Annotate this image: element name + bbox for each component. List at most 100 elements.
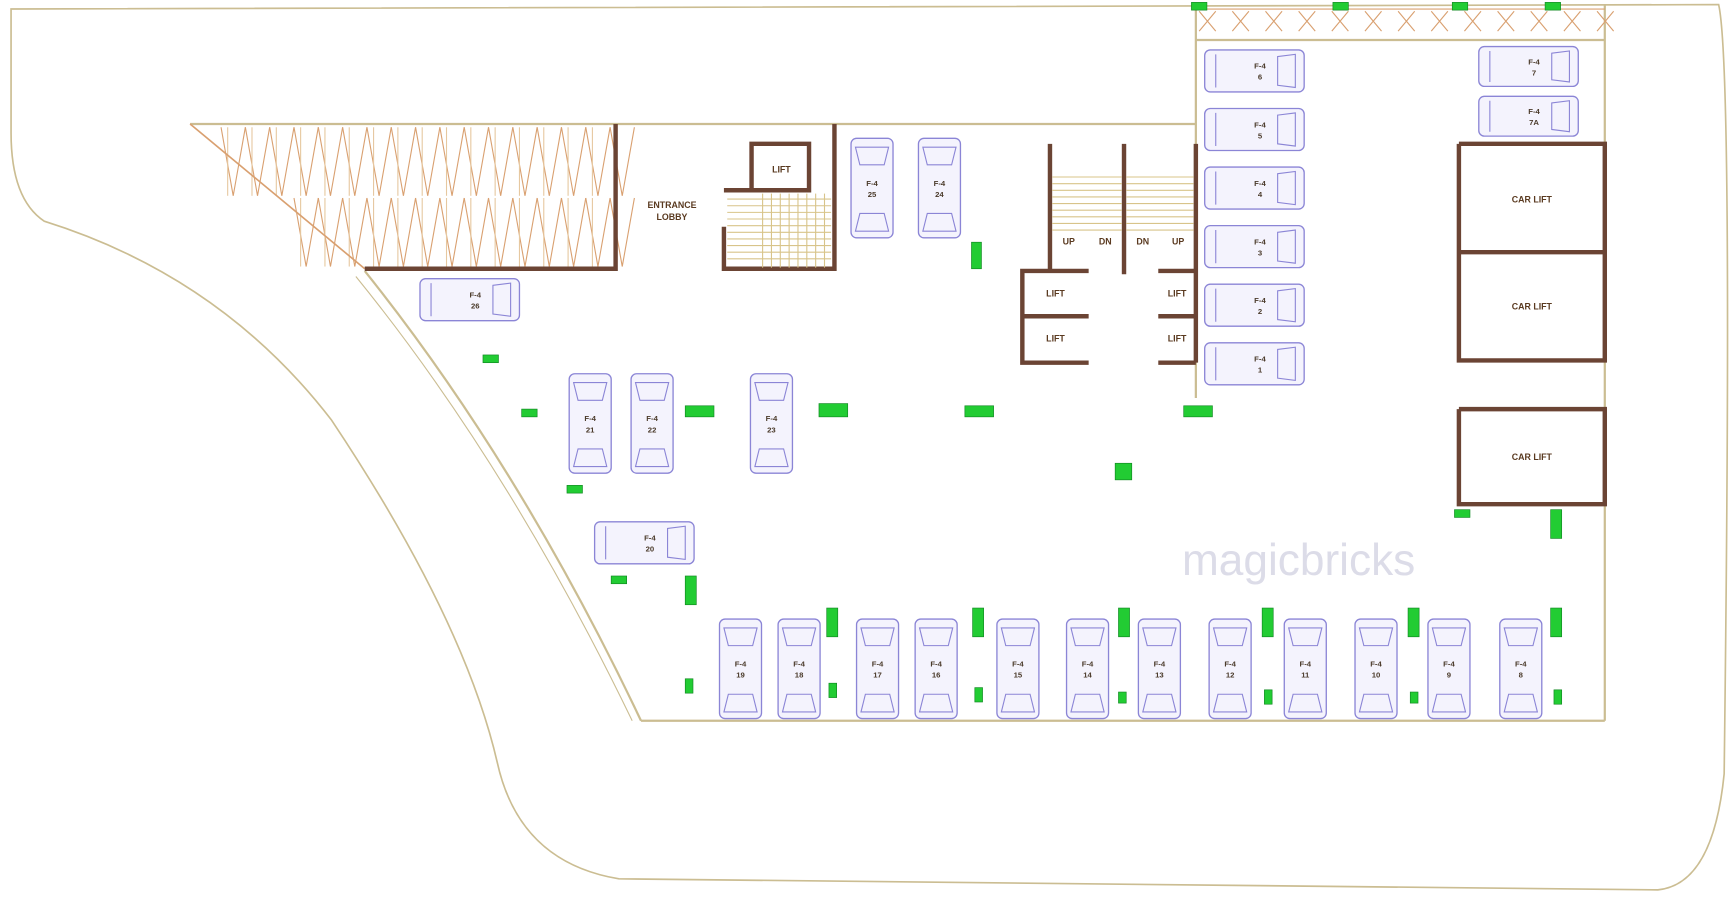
lift-label: LIFT [1046, 288, 1065, 298]
car-number: 20 [646, 545, 655, 554]
parking-space-12[interactable]: F-412 [1208, 618, 1252, 720]
parking-space-24[interactable]: F-424 [917, 137, 962, 239]
parking-space-23[interactable]: F-423 [749, 373, 794, 474]
lift-label: LIFT [772, 165, 791, 175]
parking-space-5[interactable]: F-45 [1204, 107, 1305, 152]
car-number: 1 [1258, 366, 1263, 375]
car-icon [1478, 95, 1579, 137]
parking-space-15[interactable]: F-415 [996, 618, 1040, 720]
parking-space-21[interactable]: F-421 [568, 373, 612, 474]
parking-space-8[interactable]: F-48 [1499, 618, 1543, 720]
car-icon [1204, 166, 1305, 210]
column [1264, 689, 1273, 705]
parking-space-7[interactable]: F-47 [1478, 45, 1579, 88]
car-number: 14 [1083, 671, 1092, 680]
car-label: F-4 [584, 414, 596, 423]
column [684, 405, 715, 418]
lift-label: LIFT [1168, 334, 1187, 344]
column [1118, 691, 1127, 704]
car-number: 16 [932, 671, 941, 680]
parking-spaces: F-425F-424F-426F-421F-422F-423F-420F-419… [419, 45, 1579, 720]
car-icon [1204, 224, 1305, 269]
parking-space-11[interactable]: F-411 [1283, 618, 1327, 720]
parking-space-6[interactable]: F-46 [1204, 49, 1305, 93]
car-icon [419, 278, 521, 322]
ramp-curve-inner [355, 276, 633, 722]
parking-space-22[interactable]: F-422 [630, 373, 674, 474]
car-number: 23 [767, 425, 776, 434]
column [1332, 2, 1349, 11]
car-number: 15 [1014, 671, 1023, 680]
car-number: 26 [471, 302, 480, 311]
car-number: 18 [795, 671, 804, 680]
car-label: F-4 [1082, 660, 1094, 669]
car-label: F-4 [934, 179, 946, 188]
car-label: F-4 [866, 179, 878, 188]
stair-down-label: DN [1136, 236, 1149, 246]
car-number: 7 [1532, 68, 1536, 77]
car-icon [1204, 49, 1305, 93]
parking-space-17[interactable]: F-417 [855, 618, 900, 720]
column [1553, 689, 1563, 705]
car-number: 6 [1258, 73, 1263, 82]
parking-space-16[interactable]: F-416 [914, 618, 958, 720]
car-label: F-4 [469, 290, 481, 299]
stair-down-label: DN [1099, 236, 1112, 246]
column [1409, 691, 1419, 704]
car-icon [1478, 45, 1579, 88]
walls [364, 123, 1608, 507]
parking-space-3[interactable]: F-43 [1204, 224, 1305, 269]
car-number: 10 [1372, 671, 1381, 680]
car-lift-label: CAR LIFT [1512, 302, 1553, 312]
car-number: 24 [935, 190, 944, 199]
parking-space-13[interactable]: F-413 [1137, 618, 1182, 720]
car-label: F-4 [735, 660, 747, 669]
column [1550, 607, 1563, 638]
parking-space-2[interactable]: F-42 [1204, 283, 1305, 327]
car-number: 9 [1447, 671, 1451, 680]
column [610, 575, 627, 585]
car-label: F-4 [1254, 179, 1266, 188]
car-lift-label: CAR LIFT [1512, 194, 1553, 204]
car-label: F-4 [1254, 296, 1266, 305]
parking-space-20[interactable]: F-420 [593, 521, 695, 565]
parking-space-9[interactable]: F-49 [1427, 618, 1471, 720]
car-number: 22 [648, 425, 657, 434]
entrance-lobby-label-2: LOBBY [657, 212, 688, 222]
car-icon [1204, 107, 1305, 152]
parking-space-1[interactable]: F-41 [1204, 342, 1305, 386]
parking-space-25[interactable]: F-425 [850, 137, 894, 239]
car-label: F-4 [1012, 660, 1024, 669]
car-number: 11 [1301, 671, 1310, 680]
column [1454, 509, 1471, 518]
car-icon [593, 521, 695, 565]
lift-label: LIFT [1046, 334, 1065, 344]
ramp-curve [363, 270, 643, 722]
stairs [727, 176, 1194, 268]
car-label: F-4 [1254, 237, 1266, 246]
car-number: 2 [1258, 307, 1262, 316]
columns [482, 2, 1563, 705]
column [1114, 462, 1133, 481]
parking-space-4[interactable]: F-44 [1204, 166, 1305, 210]
parking-space-19[interactable]: F-419 [718, 618, 763, 720]
column [828, 682, 837, 698]
parking-space-26[interactable]: F-426 [419, 278, 521, 322]
parking-space-10[interactable]: F-410 [1354, 618, 1398, 720]
column [566, 485, 583, 494]
entrance-lobby-label: ENTRANCE [647, 200, 696, 210]
car-label: F-4 [1254, 62, 1266, 71]
parking-space-18[interactable]: F-418 [777, 618, 821, 720]
stair-up-label: UP [1172, 236, 1184, 246]
parking-space-14[interactable]: F-414 [1065, 618, 1110, 720]
column [684, 575, 697, 606]
car-label: F-4 [1224, 660, 1236, 669]
car-number: 13 [1155, 671, 1164, 680]
car-label: F-4 [1254, 355, 1266, 364]
column [971, 241, 982, 270]
column [1183, 405, 1213, 418]
car-label: F-4 [644, 534, 656, 543]
parking-space-7A[interactable]: F-47A [1478, 95, 1579, 137]
car-number: 21 [586, 425, 595, 434]
